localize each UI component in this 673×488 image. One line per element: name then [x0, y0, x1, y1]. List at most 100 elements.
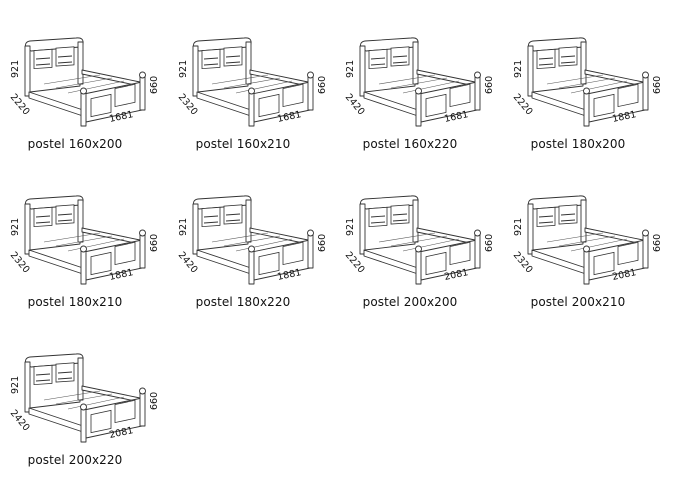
height-label: 921 [513, 60, 524, 78]
foot-post-left [80, 91, 87, 127]
head-post-right [77, 41, 84, 85]
bed-item-3: 921 2420 1681 660 postel 160x220 [335, 12, 503, 172]
footboard-panel-right [449, 241, 471, 266]
foot-post-right [139, 75, 146, 111]
slat [223, 235, 281, 247]
foot-post-left [583, 249, 590, 285]
head-post-left [24, 361, 31, 413]
slat [55, 77, 113, 89]
slat [558, 77, 616, 89]
bed-size-caption: postel 200x220 [27, 453, 123, 467]
width-label: 1681 [108, 109, 134, 125]
head-post-left [527, 203, 534, 255]
foot-post-left [248, 249, 255, 285]
height-label: 921 [178, 60, 189, 78]
width-label: 2081 [108, 425, 134, 441]
bed-item-7: 921 2220 2081 660 postel 200x200 [335, 170, 503, 330]
footboard-panel-right [114, 83, 136, 108]
head-post-right [245, 199, 252, 243]
footboard-panel-right [114, 241, 136, 266]
foot-height-label: 660 [317, 234, 328, 252]
slat [378, 232, 436, 243]
foot-post-right [307, 75, 314, 111]
slat [390, 235, 448, 247]
side-rail-left [363, 91, 419, 117]
height-label: 921 [10, 60, 21, 78]
foot-post-left [248, 91, 255, 127]
bed-size-caption: postel 200x200 [362, 295, 458, 309]
foot-height-label: 660 [484, 76, 495, 94]
bed-size-caption: postel 160x220 [362, 137, 458, 151]
head-post-left [527, 45, 534, 97]
foot-post-right [642, 75, 649, 111]
foot-post-right [139, 391, 146, 427]
side-rail-left [196, 249, 252, 275]
slat [43, 390, 101, 401]
height-label: 921 [10, 218, 21, 236]
slat [378, 74, 436, 85]
foot-post-left [583, 91, 590, 127]
bed-item-6: 921 2420 1881 660 postel 180x220 [168, 170, 336, 330]
foot-post-left [415, 91, 422, 127]
bed-drawing: 921 2320 1681 660 [176, 37, 328, 127]
slat [67, 396, 125, 410]
slat [546, 232, 604, 243]
height-label: 921 [345, 60, 356, 78]
foot-height-label: 660 [149, 392, 160, 410]
side-rail-left [531, 91, 587, 117]
width-label: 2081 [611, 267, 637, 283]
bed-item-4: 921 2220 1881 660 postel 180x200 [503, 12, 671, 172]
footboard-panel-left [258, 93, 280, 118]
slat [235, 80, 293, 94]
footboard-panel-right [449, 83, 471, 108]
height-label: 921 [178, 218, 189, 236]
foot-post-right [474, 75, 481, 111]
head-post-right [77, 357, 84, 401]
foot-height-label: 660 [317, 76, 328, 94]
slat [43, 74, 101, 85]
foot-post-right [474, 233, 481, 269]
head-post-right [580, 41, 587, 85]
slat [211, 74, 269, 85]
side-rail-left [363, 249, 419, 275]
bed-dimension-grid: 921 2220 1681 660 postel 160x200 [8, 12, 671, 467]
head-post-right [412, 41, 419, 85]
footboard-panel-left [593, 251, 615, 276]
slat [570, 238, 628, 252]
bed-drawing: 921 2420 1881 660 [176, 195, 328, 285]
foot-height-label: 660 [652, 76, 663, 94]
head-post-left [24, 203, 31, 255]
footboard-panel-left [425, 251, 447, 276]
head-post-left [192, 203, 199, 255]
slat [67, 80, 125, 94]
height-label: 921 [10, 376, 21, 394]
bed-drawing: 921 2220 2081 660 [343, 195, 495, 285]
footboard-panel-right [282, 83, 304, 108]
bed-size-caption: postel 160x210 [195, 137, 291, 151]
footboard-panel-left [593, 93, 615, 118]
bed-drawing: 921 2420 2081 660 [8, 353, 160, 443]
side-rail-left [28, 249, 84, 275]
width-label: 1881 [276, 267, 302, 283]
foot-height-label: 660 [652, 234, 663, 252]
footboard-panel-right [114, 399, 136, 424]
footboard-panel-right [282, 241, 304, 266]
bed-size-caption: postel 200x210 [530, 295, 626, 309]
foot-post-right [307, 233, 314, 269]
width-label: 1881 [611, 109, 637, 125]
head-post-left [359, 45, 366, 97]
width-label: 1881 [108, 267, 134, 283]
side-rail-left [196, 91, 252, 117]
footboard-panel-left [90, 409, 112, 434]
footboard-panel-left [90, 251, 112, 276]
bed-drawing: 921 2220 1881 660 [511, 37, 663, 127]
head-post-right [245, 41, 252, 85]
slat [235, 238, 293, 252]
slat [402, 238, 460, 252]
bed-size-caption: postel 180x210 [27, 295, 123, 309]
footboard-panel-left [90, 93, 112, 118]
width-label: 1681 [276, 109, 302, 125]
footboard-panel-right [617, 241, 639, 266]
slat [211, 232, 269, 243]
bed-item-9: 921 2420 2081 660 postel 200x220 [0, 328, 168, 488]
